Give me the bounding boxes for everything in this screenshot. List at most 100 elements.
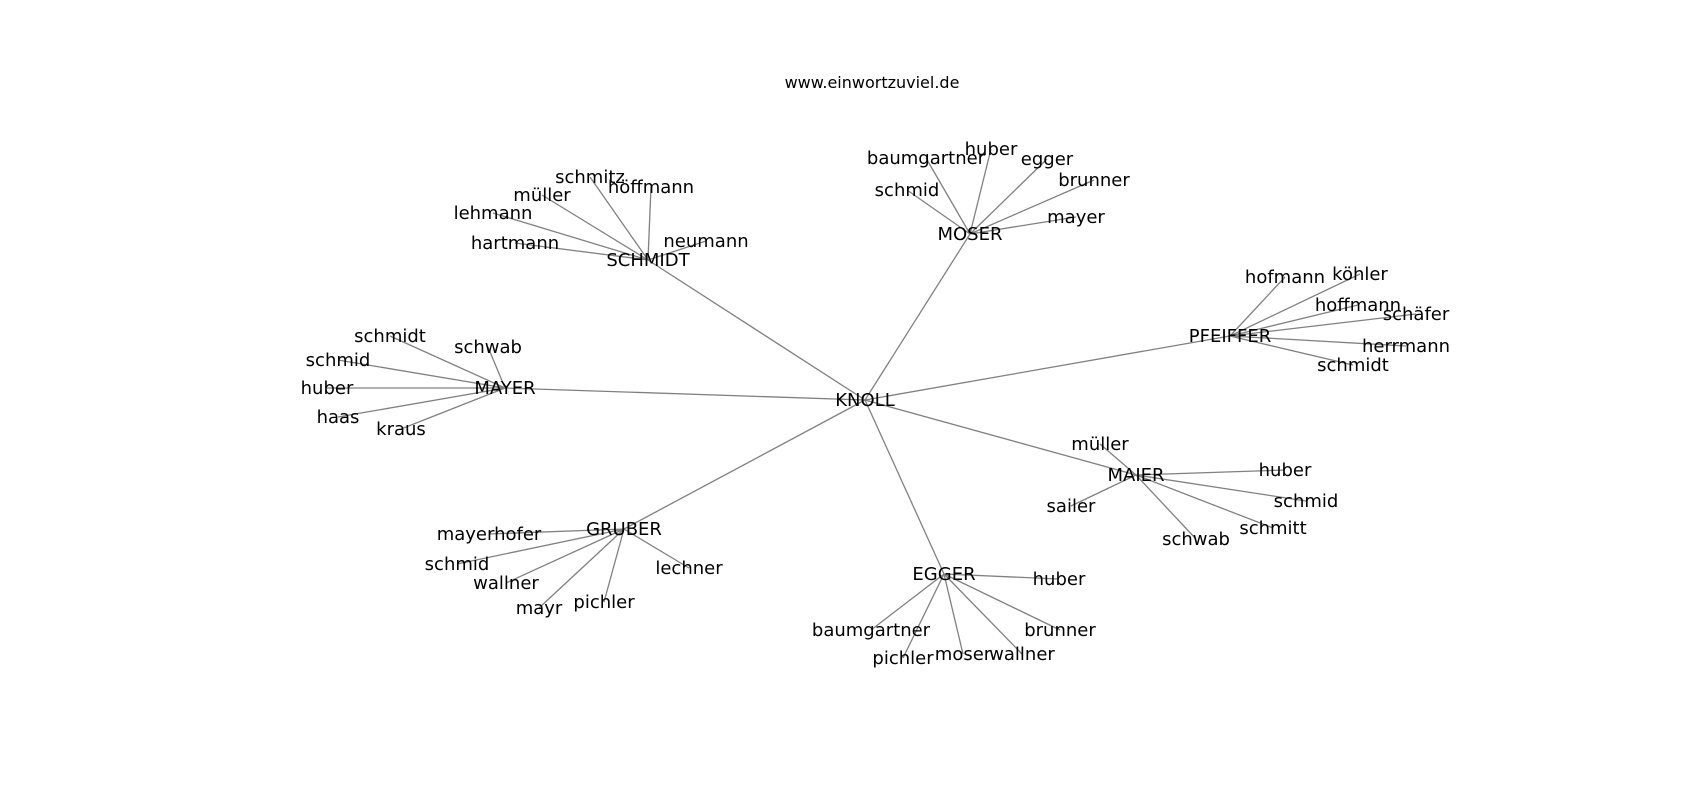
leaf-node-label: huber — [1033, 569, 1086, 590]
leaf-node-label: schmid — [875, 180, 940, 201]
edge-maier-leaf — [1135, 474, 1197, 540]
leaf-node-label: wallner — [989, 644, 1055, 665]
edge-moser-leaf — [969, 179, 1095, 235]
hub-node-label-gruber: GRUBER — [586, 519, 662, 540]
edge-maier-leaf — [1135, 469, 1286, 476]
leaf-node-label: pichler — [872, 648, 934, 669]
edge-pfeiffer-leaf — [1229, 335, 1354, 366]
leaf-node-label: huber — [965, 139, 1018, 160]
edge-root-gruber — [623, 399, 866, 530]
edge-root-schmidt — [647, 259, 866, 401]
leaf-node-label: schmid — [306, 350, 371, 371]
labels-layer: KNOLLSCHMIDTschmitzhöffmannmüllerlehmann… — [301, 139, 1450, 669]
leaf-node-label: höffmann — [608, 177, 694, 198]
edge-maier-leaf — [1135, 474, 1274, 529]
edge-moser-leaf — [969, 216, 1077, 235]
leaf-node-label: hofmann — [1245, 267, 1325, 288]
edge-pfeiffer-leaf — [1229, 313, 1417, 337]
hub-node-label-pfeiffer: PFEIFFER — [1189, 326, 1271, 347]
edge-gruber-leaf — [538, 528, 625, 609]
edge-root-moser — [864, 233, 971, 401]
edge-egger-leaf — [870, 573, 945, 631]
edge-schmidt-leaf — [647, 186, 652, 261]
root-node-label: KNOLL — [835, 390, 895, 411]
leaf-node-label: schmid — [1274, 491, 1339, 512]
edge-gruber-leaf — [505, 528, 625, 584]
edge-pfeiffer-leaf — [1229, 304, 1359, 337]
edge-gruber-leaf — [456, 528, 625, 565]
edge-root-mayer — [504, 387, 866, 401]
edge-pfeiffer-leaf — [1229, 273, 1361, 337]
leaf-node-label: kraus — [376, 419, 426, 440]
leaf-node-label: neumann — [663, 231, 748, 252]
leaf-node-label: lechner — [655, 558, 723, 579]
leaf-node-label: hoffmann — [1315, 295, 1401, 316]
edge-moser-leaf — [906, 189, 971, 235]
leaf-node-label: haas — [317, 407, 360, 428]
edge-egger-leaf — [943, 573, 1023, 655]
edge-root-maier — [864, 399, 1137, 476]
edge-egger-leaf — [943, 573, 1060, 580]
leaf-node-label: schmidt — [1317, 355, 1389, 376]
edge-egger-leaf — [902, 573, 945, 659]
hub-node-label-moser: MOSER — [937, 224, 1002, 245]
hub-node-label-maier: MAIER — [1107, 465, 1164, 486]
edge-schmidt-leaf — [541, 194, 649, 261]
edge-moser-leaf — [925, 157, 971, 235]
leaf-node-label: schäfer — [1383, 304, 1450, 325]
edge-maier-leaf — [1135, 474, 1307, 502]
edge-schmidt-leaf — [647, 240, 707, 261]
leaf-node-label: huber — [1259, 460, 1312, 481]
edge-gruber-leaf — [623, 528, 690, 569]
hub-node-label-mayer: MAYER — [474, 378, 535, 399]
leaf-node-label: müller — [1071, 434, 1129, 455]
edge-egger-leaf — [943, 573, 1061, 631]
edge-pfeiffer-leaf — [1229, 276, 1286, 337]
edge-schmidt-leaf — [492, 212, 649, 261]
leaf-node-label: mayer — [1047, 207, 1105, 228]
leaf-node-label: egger — [1021, 149, 1074, 170]
leaf-node-label: huber — [301, 378, 354, 399]
edge-mayer-leaf — [400, 387, 506, 430]
edge-moser-leaf — [969, 158, 1048, 235]
hub-node-label-schmidt: SCHMIDT — [606, 250, 690, 271]
hub-node-label-egger: EGGER — [912, 564, 975, 585]
leaf-node-label: baumgartner — [867, 148, 986, 169]
edge-maier-leaf — [1070, 474, 1137, 507]
leaf-node-label: wallner — [473, 573, 539, 594]
edge-gruber-leaf — [603, 528, 625, 603]
leaf-node-label: brunner — [1024, 620, 1096, 641]
site-title: www.einwortzuviel.de — [785, 73, 960, 92]
edges-layer — [327, 148, 1417, 659]
edge-mayer-leaf — [337, 359, 506, 389]
edge-mayer-leaf — [389, 335, 506, 389]
leaf-node-label: schmitz — [555, 167, 625, 188]
leaf-node-label: schwab — [1162, 529, 1230, 550]
leaf-node-label: mayerhofer — [437, 524, 542, 545]
leaf-node-label: brunner — [1058, 170, 1130, 191]
leaf-node-label: baumgartner — [812, 620, 931, 641]
edge-moser-leaf — [969, 148, 992, 235]
leaf-node-label: schwab — [454, 337, 522, 358]
edge-maier-leaf — [1099, 443, 1137, 476]
edge-pfeiffer-leaf — [1229, 335, 1407, 347]
leaf-node-label: moser — [935, 644, 992, 665]
leaf-node-label: lehmann — [454, 203, 533, 224]
leaf-node-label: pichler — [573, 592, 635, 613]
edge-egger-leaf — [943, 573, 964, 655]
edge-root-egger — [864, 399, 945, 575]
leaf-node-label: köhler — [1332, 264, 1388, 285]
leaf-node-label: herrmann — [1362, 336, 1450, 357]
edge-schmidt-leaf — [589, 176, 649, 261]
leaf-node-label: mayr — [516, 598, 563, 619]
edge-schmidt-leaf — [514, 242, 649, 261]
leaf-node-label: hartmann — [471, 233, 559, 254]
edge-root-pfeiffer — [864, 335, 1231, 401]
edge-gruber-leaf — [488, 528, 625, 535]
leaf-node-label: schmidt — [354, 326, 426, 347]
leaf-node-label: schmid — [425, 554, 490, 575]
leaf-node-label: müller — [513, 185, 571, 206]
leaf-node-label: schmitt — [1239, 518, 1306, 539]
leaf-node-label: sailer — [1047, 496, 1096, 517]
